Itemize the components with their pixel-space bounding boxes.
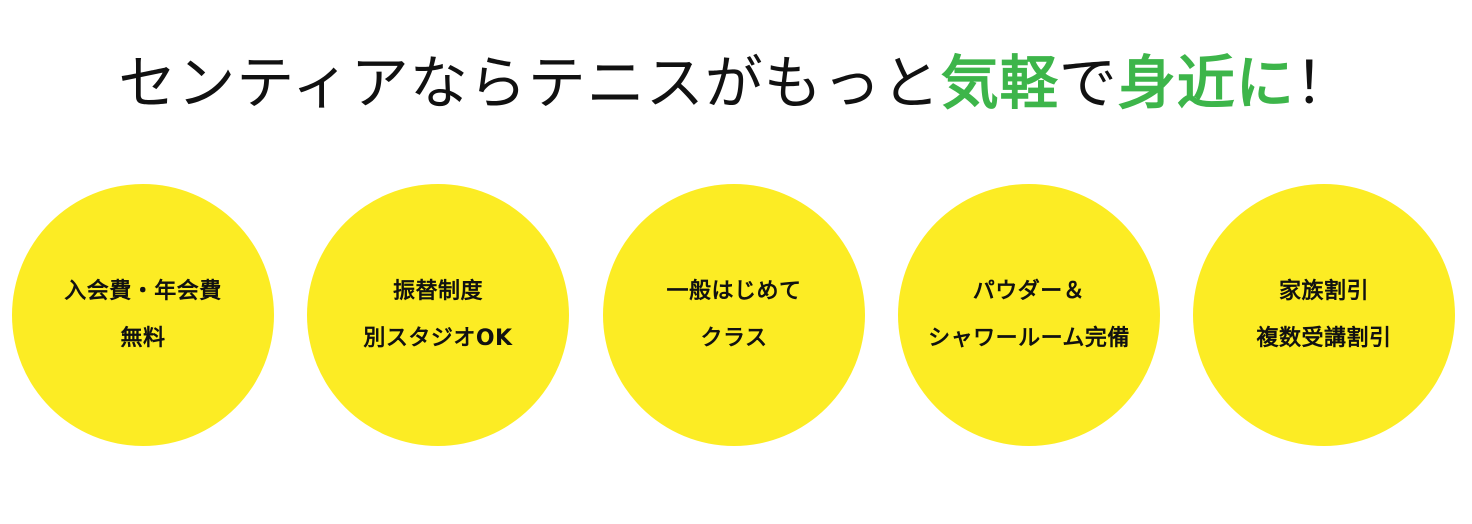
feature-line: 振替制度: [392, 279, 483, 304]
feature-line: 複数受講割引: [1256, 326, 1392, 351]
page-headline: センティアならテニスがもっと気軽で身近に！: [0, 43, 1472, 123]
headline-part: センティアならテニスがもっと: [118, 48, 941, 117]
headline-part: で: [1058, 48, 1118, 117]
feature-line: 無料: [120, 326, 166, 351]
feature-circle-facilities: パウダー＆ シャワールーム完備: [898, 184, 1160, 446]
feature-line: 別スタジオOK: [363, 326, 513, 351]
feature-circle-free-fees: 入会費・年会費 無料: [12, 184, 274, 446]
feature-circle-discounts: 家族割引 複数受講割引: [1193, 184, 1455, 446]
headline-highlight-casual: 気軽: [940, 48, 1059, 117]
feature-circle-beginner-class: 一般はじめて クラス: [603, 184, 865, 446]
feature-circle-transfer: 振替制度 別スタジオOK: [307, 184, 569, 446]
feature-line: 家族割引: [1278, 279, 1369, 304]
feature-line: 入会費・年会費: [64, 279, 222, 304]
headline-highlight-familiar: 身近に: [1117, 48, 1295, 117]
feature-line: 一般はじめて: [666, 279, 802, 304]
feature-line: パウダー＆: [972, 279, 1086, 304]
feature-line: クラス: [700, 326, 768, 351]
headline-exclamation: ！: [1294, 48, 1354, 117]
feature-line: シャワールーム完備: [928, 326, 1130, 351]
